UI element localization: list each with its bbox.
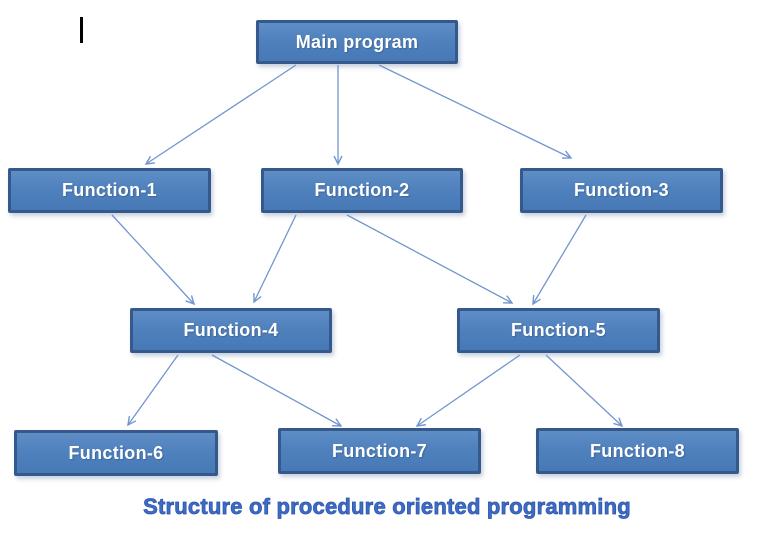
node-function-4: Function-4 [130, 308, 332, 353]
text-cursor-artifact [80, 17, 83, 43]
node-function-7-label: Function-7 [332, 440, 427, 461]
node-main-program-label: Main program [295, 31, 419, 52]
node-function-3: Function-3 [520, 168, 723, 213]
arrow-function-3-to-function-5 [532, 214, 587, 306]
node-function-2: Function-2 [261, 168, 463, 213]
node-function-1: Function-1 [8, 168, 211, 213]
node-function-2-label: Function-2 [314, 180, 410, 200]
arrow-function-4-to-function-7 [211, 354, 343, 427]
arrow-function-1-to-function-4 [111, 214, 196, 306]
node-function-6-label: Function-6 [68, 442, 164, 463]
arrow-function-2-to-function-5 [346, 214, 514, 304]
node-function-4-label: Function-4 [183, 320, 279, 340]
node-function-1-label: Function-1 [62, 180, 157, 200]
node-function-5: Function-5 [457, 308, 660, 353]
arrow-function-2-to-function-4 [253, 214, 297, 304]
arrow-main-to-function-1 [144, 64, 297, 165]
node-function-6: Function-6 [14, 430, 218, 476]
node-function-8: Function-8 [536, 428, 739, 474]
arrow-function-5-to-function-7 [415, 354, 521, 427]
node-function-7: Function-7 [278, 428, 481, 474]
diagram-caption: Structure of procedure oriented programm… [143, 494, 631, 520]
arrow-main-to-function-3 [378, 64, 573, 159]
arrow-function-5-to-function-8 [545, 354, 624, 428]
node-function-3-label: Function-3 [574, 180, 669, 200]
node-main-program: Main program [256, 20, 458, 64]
node-function-8-label: Function-8 [590, 440, 685, 461]
arrow-function-4-to-function-6 [127, 354, 179, 427]
node-function-5-label: Function-5 [511, 320, 606, 340]
